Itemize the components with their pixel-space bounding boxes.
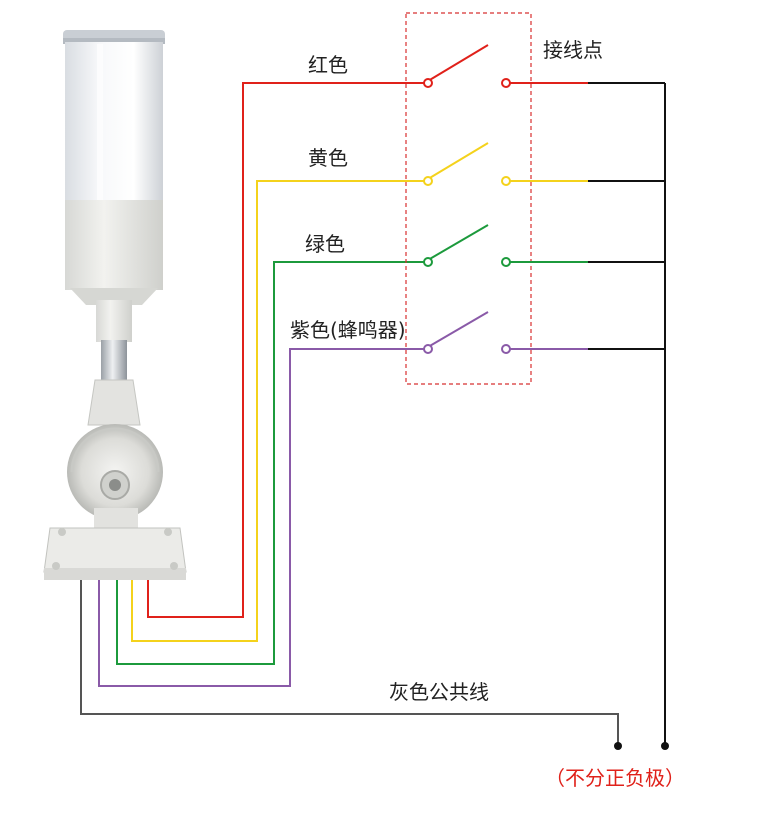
common-terminal	[614, 742, 622, 750]
output-wires	[510, 82, 666, 746]
wire-green	[116, 261, 428, 665]
switch-box	[405, 12, 532, 385]
label-terminal: 接线点	[543, 38, 603, 62]
wire-common-gray	[80, 580, 619, 746]
label-common: 灰色公共线	[389, 680, 489, 704]
label-red: 红色	[308, 53, 348, 77]
shared-terminal	[661, 742, 669, 750]
switch-icon	[423, 44, 511, 354]
label-yellow: 黄色	[308, 146, 348, 170]
label-green: 绿色	[305, 232, 345, 256]
wire-yellow	[131, 180, 428, 642]
signal-tower-light-icon	[43, 30, 187, 580]
wire-red	[147, 82, 428, 618]
label-purple: 紫色(蜂鸣器)	[290, 318, 406, 342]
label-polarity: （不分正负极）	[545, 766, 685, 790]
wire-purple	[98, 348, 428, 687]
